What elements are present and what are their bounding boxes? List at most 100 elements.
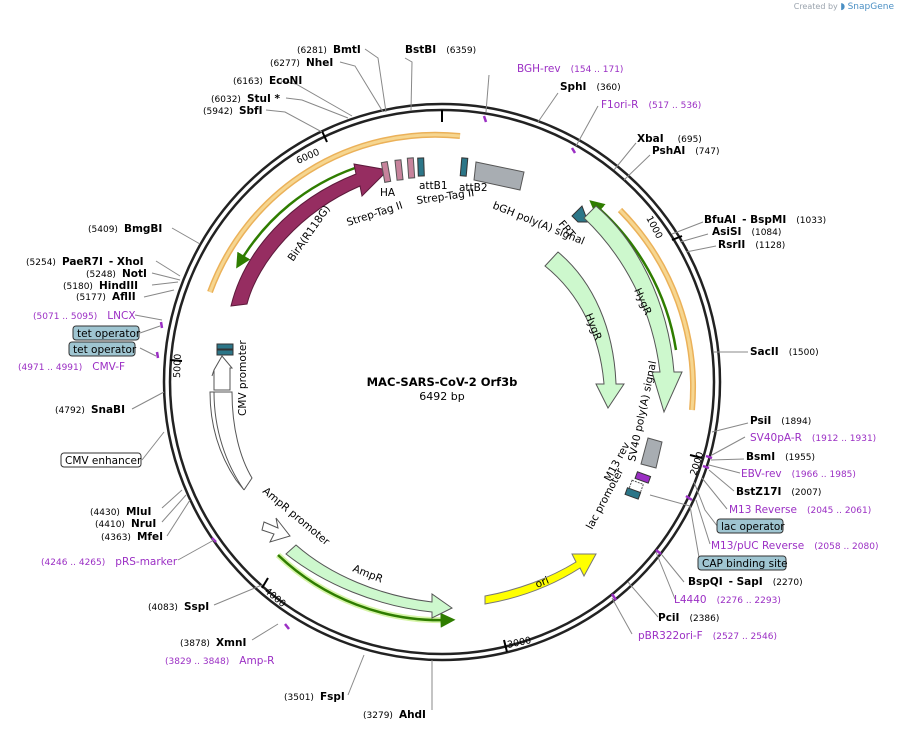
box-tet-operator-1[interactable]: tet operator — [72, 325, 141, 341]
primer-sv40pa[interactable]: SV40pA-R(1912 .. 1931) — [750, 432, 876, 444]
primer-sv40pa-range: (1912 .. 1931) — [812, 434, 876, 444]
site-ahdi[interactable]: (3279)AhdI — [363, 709, 426, 721]
primer-f1ori[interactable]: F1ori-R(517 .. 536) — [601, 99, 701, 111]
site-hindiii[interactable]: (5180)HindIII — [63, 280, 138, 292]
site-pcii[interactable]: PciI(2386) — [658, 612, 719, 624]
primer-prs-range: (4246 .. 4265) — [41, 558, 105, 568]
site-sacii[interactable]: SacII (1500) — [750, 346, 819, 358]
site-hindiii-name: HindIII — [99, 280, 138, 292]
site-sspi[interactable]: (4083)SspI — [148, 601, 209, 613]
primer-m13puc[interactable]: M13/pUC Reverse(2058 .. 2080) — [711, 540, 878, 552]
site-sbfi[interactable]: (5942)SbfI — [203, 105, 263, 117]
site-nhei-name: NheI — [306, 57, 333, 69]
primer-pbr322[interactable]: pBR322ori-F(2527 .. 2546) — [638, 630, 777, 642]
feature-bira[interactable] — [230, 163, 390, 307]
site-mlui-pos: (4430) — [90, 508, 120, 518]
feature-bgh[interactable] — [473, 161, 525, 191]
primer-f1ori-name: F1ori-R — [601, 99, 638, 111]
box-tet-operator-2[interactable]: tet operator — [68, 341, 137, 357]
site-mlui-name: MluI — [126, 506, 151, 518]
box-cap-binding-site[interactable]: CAP binding site — [697, 555, 788, 571]
site-bstbi[interactable]: BstBI(6359) — [405, 44, 476, 56]
site-bstz17i[interactable]: BstZ17I(2007) — [736, 486, 821, 498]
feature-cmvprom[interactable] — [211, 355, 234, 391]
site-nhei[interactable]: (6277)NheI — [270, 57, 333, 69]
feature-ampr[interactable] — [285, 544, 453, 619]
primer-lncx[interactable]: (5071 .. 5095)LNCX — [33, 310, 136, 322]
site-nrui[interactable]: (4410)NruI — [95, 518, 156, 530]
site-xbai[interactable]: XbaI(695) — [637, 133, 702, 145]
primer-mark-lncx — [159, 321, 164, 329]
site-mlui[interactable]: (4430) MluI — [90, 506, 151, 518]
site-rsrii-pos: (1128) — [755, 241, 785, 251]
feature-attb1[interactable] — [417, 157, 425, 177]
site-econi-name: EcoNI — [269, 75, 302, 87]
feature-sv40[interactable] — [640, 437, 663, 469]
site-noti[interactable]: (5248)NotI — [86, 268, 147, 280]
feature-tetop-1[interactable] — [216, 343, 234, 350]
primer-l4440-name: L4440 — [674, 594, 707, 606]
feature-ha-label: HA — [380, 187, 396, 199]
feature-tetop-2[interactable] — [216, 349, 234, 356]
box-cmv-enhancer[interactable]: CMV enhancer — [60, 452, 142, 468]
feature-attb2[interactable] — [459, 157, 469, 177]
site-bfuai-extra: - BspMI — [742, 214, 786, 226]
site-pshai-pos: (747) — [695, 147, 719, 157]
site-fspi[interactable]: (3501)FspI — [284, 691, 345, 703]
primer-bghrev-name: BGH-rev — [517, 63, 561, 75]
feature-hygr-inner[interactable] — [544, 251, 625, 409]
orf-arrow-top — [236, 166, 356, 269]
primer-m13rev[interactable]: M13 Reverse(2045 .. 2061) — [729, 504, 871, 516]
site-bspqi[interactable]: BspQI- SapI(2270) — [688, 576, 803, 588]
feature-m13rev[interactable] — [634, 471, 652, 484]
site-paer7i[interactable]: (5254)PaeR7I- XhoI — [26, 256, 144, 268]
site-sacii-pos: (1500) — [789, 348, 819, 358]
site-bsmi-name: BsmI — [746, 451, 775, 463]
site-stui[interactable]: (6032)StuI * — [211, 93, 281, 105]
site-aflii[interactable]: (5177)AflII — [76, 291, 136, 303]
site-psii[interactable]: PsiI(1894) — [750, 415, 811, 427]
site-bmgbi[interactable]: (5409) BmgBI — [88, 223, 162, 235]
feature-ori[interactable] — [484, 553, 597, 605]
site-snabi-name: SnaBI — [91, 404, 125, 416]
tick-4000 — [261, 577, 269, 589]
primer-cmvf-name: CMV-F — [92, 361, 125, 373]
feature-ampprom[interactable] — [261, 517, 291, 543]
primer-cmvf[interactable]: (4971 .. 4991)CMV-F — [18, 361, 125, 373]
primer-prs[interactable]: (4246 .. 4265)pRS-marker — [41, 556, 178, 568]
box-lac-operator[interactable]: lac operator — [716, 518, 785, 534]
site-sphi[interactable]: SphI(360) — [560, 81, 621, 93]
site-bmgbi-name: BmgBI — [124, 223, 162, 235]
primer-mark-bghrev — [482, 115, 488, 123]
site-snabi[interactable]: (4792)SnaBI — [55, 404, 125, 416]
site-xmni[interactable]: (3878)XmnI — [180, 637, 246, 649]
snapgene-credit: Created by ◗ SnapGene — [794, 2, 894, 12]
feature-hygr-outer[interactable] — [583, 205, 683, 414]
credit-brand: SnapGene — [847, 2, 894, 12]
primer-ebv[interactable]: EBV-rev(1966 .. 1985) — [741, 468, 856, 480]
feature-cmvenh[interactable] — [209, 391, 253, 491]
site-bfuai-pos: (1033) — [796, 216, 826, 226]
site-bsmi[interactable]: BsmI(1955) — [746, 451, 815, 463]
site-bmgbi-pos: (5409) — [88, 225, 118, 235]
site-stui-name: StuI * — [247, 93, 281, 105]
site-mfei[interactable]: (4363)MfeI — [101, 531, 163, 543]
primer-lncx-range: (5071 .. 5095) — [33, 312, 97, 322]
site-bmti[interactable]: (6281)BmtI — [297, 44, 361, 56]
site-paer7i-name: PaeR7I — [62, 256, 103, 268]
primer-bghrev[interactable]: BGH-rev(154 .. 171) — [517, 63, 623, 75]
site-bfuai[interactable]: BfuAI- BspMI(1033) — [704, 214, 826, 226]
feature-ha[interactable] — [380, 161, 392, 183]
site-econi[interactable]: (6163)EcoNI — [233, 75, 302, 87]
primer-ampr[interactable]: (3829 .. 3848)Amp-R — [165, 655, 274, 667]
site-sacii-name: SacII — [750, 346, 779, 358]
site-paer7i-extra: - XhoI — [109, 256, 144, 268]
feature-lacprom[interactable] — [624, 487, 642, 500]
feature-strep2[interactable] — [406, 157, 416, 179]
site-asisi[interactable]: AsiSI(1084) — [712, 226, 781, 238]
site-rsrii[interactable]: RsrII(1128) — [718, 239, 785, 251]
site-xbai-pos: (695) — [678, 135, 702, 145]
site-pshai[interactable]: PshAI(747) — [652, 145, 719, 157]
feature-strep1[interactable] — [394, 159, 404, 181]
primer-l4440[interactable]: L4440(2276 .. 2293) — [674, 594, 781, 606]
